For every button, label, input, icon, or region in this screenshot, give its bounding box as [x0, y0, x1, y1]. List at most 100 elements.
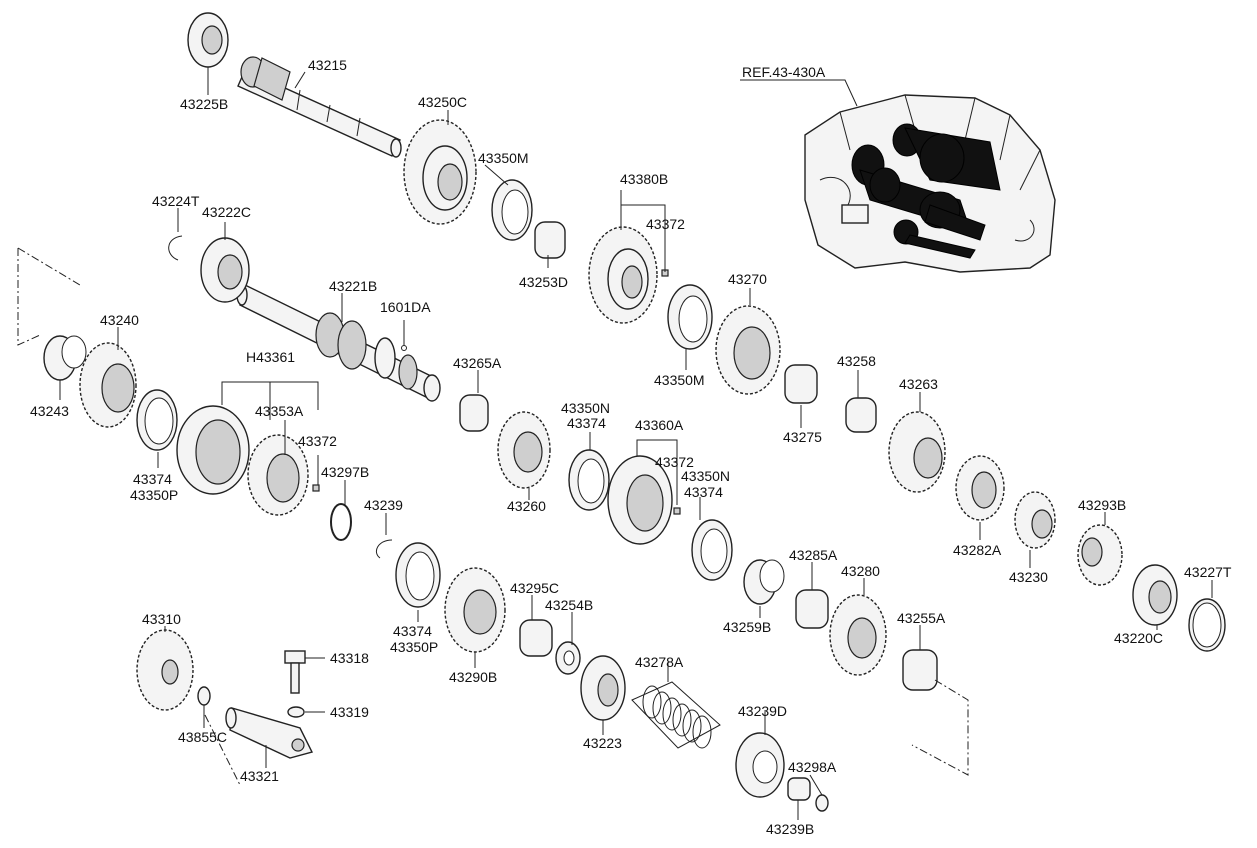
part-label-43280: 43280 — [841, 563, 880, 579]
gear-43263 — [888, 411, 946, 493]
part-label-43225B: 43225B — [180, 96, 228, 112]
part-label-43380B: 43380B — [620, 171, 668, 187]
part-label-43263: 43263 — [899, 376, 938, 392]
part-label-43350M: 43350M — [478, 150, 529, 166]
bushing-43239B — [787, 777, 811, 801]
part-label-H43361: H43361 — [246, 349, 295, 365]
part-label-43259B: 43259B — [723, 619, 771, 635]
part-label-43374-left: 43374 — [133, 471, 172, 487]
bearing-43225B — [187, 12, 229, 68]
transmission-shafts-highlight — [851, 123, 1001, 259]
input-shaft-43215 — [237, 56, 402, 158]
part-label-43293B: 43293B — [1078, 497, 1126, 513]
synchro-ring-43350P-lower — [395, 542, 441, 608]
part-label-43230: 43230 — [1009, 569, 1048, 585]
o-ring-43855C — [197, 686, 211, 706]
part-label-43240: 43240 — [100, 312, 139, 328]
part-label-43360A: 43360A — [635, 417, 684, 433]
part-label-43353A: 43353A — [255, 403, 304, 419]
snap-ring-43239 — [376, 539, 393, 559]
part-label-43295C: 43295C — [510, 580, 559, 596]
synchro-ring-43350N-upper — [568, 449, 610, 511]
gear-43260 — [497, 411, 551, 489]
part-label-43239B: 43239B — [766, 821, 814, 837]
gear-43310 — [136, 629, 194, 711]
part-label-43298A: 43298A — [788, 759, 837, 775]
transmission-housing-illustration — [804, 94, 1056, 273]
part-label-43855C: 43855C — [178, 729, 227, 745]
part-label-43254B: 43254B — [545, 597, 593, 613]
part-label-43260: 43260 — [507, 498, 546, 514]
gear-43230 — [1014, 491, 1056, 549]
gear-43250C — [403, 119, 477, 225]
part-label-43290B: 43290B — [449, 669, 497, 685]
part-label-43282A: 43282A — [953, 542, 1002, 558]
snap-ring-43297B — [330, 503, 352, 541]
key-43372-left — [312, 484, 320, 492]
part-label-43321: 43321 — [240, 768, 279, 784]
bolt-43318 — [284, 650, 306, 694]
part-label-43310: 43310 — [142, 611, 181, 627]
part-label-43222C: 43222C — [202, 204, 251, 220]
needle-bearing-43295C — [519, 619, 553, 657]
part-label-43275: 43275 — [783, 429, 822, 445]
part-label-43255A: 43255A — [897, 610, 946, 626]
synchro-ring-43350N-lower — [691, 519, 733, 581]
needle-bearing-43265A — [459, 394, 489, 432]
part-label-43372-top: 43372 — [646, 216, 685, 232]
part-label-43220C: 43220C — [1114, 630, 1163, 646]
part-label-43374-lower: 43374 — [393, 623, 432, 639]
sleeve-43360A — [607, 455, 673, 545]
sleeve-H43361 — [176, 405, 250, 495]
gear-43240 — [79, 342, 137, 428]
part-label-43374-upper: 43374 — [567, 415, 606, 431]
output-shaft-43221B — [236, 283, 441, 402]
spring-43278A — [631, 681, 721, 749]
part-label-43350P-lower: 43350P — [390, 639, 438, 655]
bushing-43259B — [743, 559, 785, 605]
part-label-43297B: 43297B — [321, 464, 369, 480]
part-label-43227T: 43227T — [1184, 564, 1232, 580]
part-label-43239D: 43239D — [738, 703, 787, 719]
bearing-43222C — [200, 237, 250, 303]
needle-bearing-43275 — [784, 364, 818, 404]
part-label-43258: 43258 — [837, 353, 876, 369]
gear-43293B — [1077, 524, 1123, 586]
part-label-43223: 43223 — [583, 735, 622, 751]
synchro-ring-43350M-lower — [667, 284, 713, 350]
cover-43239D — [735, 732, 785, 798]
part-label-1601DA: 1601DA — [380, 299, 431, 315]
washer-43319 — [287, 706, 305, 718]
needle-bearing-43255A — [902, 649, 938, 691]
part-label-43374-mid: 43374 — [684, 484, 723, 500]
gear-43280 — [829, 594, 887, 676]
gear-43380B — [588, 226, 658, 324]
bearing-43220C — [1132, 564, 1178, 626]
needle-bearing-43253D — [534, 221, 566, 259]
synchro-ring-43350M-upper — [491, 179, 533, 241]
part-label-43215: 43215 — [308, 57, 347, 73]
part-label-43372-left: 43372 — [298, 433, 337, 449]
hub-43353A — [247, 434, 309, 516]
snap-ring-43227T — [1188, 598, 1226, 652]
snap-ring-43224T — [168, 235, 183, 261]
gear-43290B — [444, 567, 506, 653]
part-label-43350P-left: 43350P — [130, 487, 178, 503]
shaft-43321 — [225, 707, 314, 759]
part-label-43285A: 43285A — [789, 547, 838, 563]
key-43372-mid — [673, 507, 681, 515]
gear-43270 — [715, 305, 781, 395]
bushing-43258 — [845, 397, 877, 433]
part-label-43278A: 43278A — [635, 654, 684, 670]
part-label-43318: 43318 — [330, 650, 369, 666]
ref-label: REF.43-430A — [742, 64, 826, 80]
part-label-43350M-lower: 43350M — [654, 372, 705, 388]
bushing-43243 — [43, 335, 87, 381]
needle-bearing-43285A — [795, 589, 829, 629]
gear-43282A — [955, 455, 1005, 521]
part-label-43243: 43243 — [30, 403, 69, 419]
bearing-43223 — [580, 655, 626, 721]
part-label-43270: 43270 — [728, 271, 767, 287]
part-label-43221B: 43221B — [329, 278, 377, 294]
